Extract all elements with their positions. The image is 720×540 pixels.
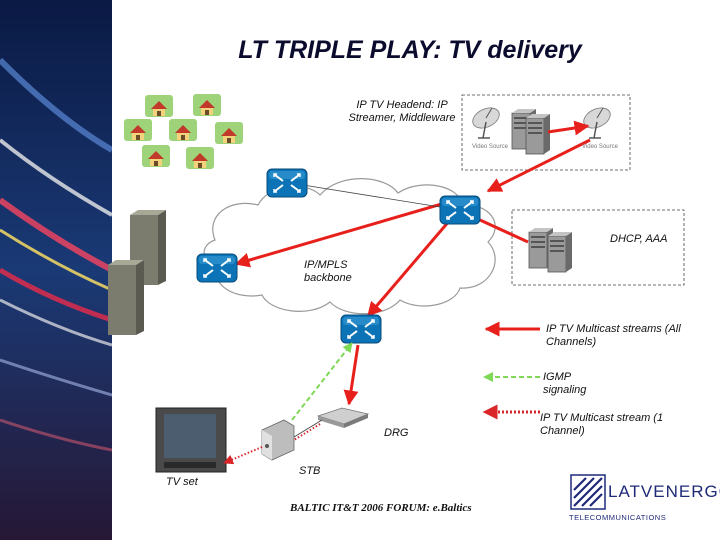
dhcp-server-icon-2 bbox=[547, 231, 573, 273]
stream-headend-server-link bbox=[547, 120, 590, 136]
house-icon-4 bbox=[169, 119, 197, 141]
logo-subtitle: TELECOMMUNICATIONS bbox=[569, 513, 667, 522]
headend-label: IP TV Headend: IP Streamer, Middleware bbox=[348, 99, 456, 124]
backbone-label: IP/MPLS backbone bbox=[304, 259, 352, 284]
highway-photo bbox=[0, 0, 112, 540]
dhcp-label: DHCP, AAA bbox=[610, 233, 668, 245]
drg-device-icon bbox=[316, 407, 370, 428]
video-source-label-2: Video Source bbox=[582, 144, 618, 150]
stream-router-left bbox=[234, 201, 446, 268]
legend-label-all-channels: IP TV Multicast streams (All Channels) bbox=[546, 323, 681, 348]
single-channel-stream-line bbox=[293, 423, 321, 441]
house-icon-5 bbox=[215, 122, 243, 144]
stream-stb-tv bbox=[223, 446, 263, 465]
tv-set-label: TV set bbox=[166, 476, 198, 488]
legend-label-igmp: IGMP signaling bbox=[543, 371, 587, 396]
link-top-router bbox=[302, 184, 441, 208]
igmp-signal-line bbox=[291, 342, 353, 421]
footer-text: BALTIC IT&T 2006 FORUM: e.Baltics bbox=[290, 502, 472, 514]
headend-server-icon-2 bbox=[525, 113, 551, 155]
headend-box bbox=[461, 94, 631, 171]
stream-source-headend bbox=[486, 138, 591, 193]
stb-label: STB bbox=[299, 465, 321, 477]
dhcp-box bbox=[511, 209, 685, 286]
logo-name: LATVENERGO bbox=[608, 482, 720, 501]
house-icon-6 bbox=[142, 145, 170, 167]
building-icon-2 bbox=[108, 260, 144, 335]
stb-device-icon bbox=[261, 419, 295, 461]
house-icon-3 bbox=[124, 119, 152, 141]
tv-set-icon bbox=[155, 407, 227, 473]
stream-dhcp-router bbox=[479, 218, 529, 244]
video-source-label-1: Video Source bbox=[472, 144, 508, 150]
stream-router-drg bbox=[343, 344, 360, 406]
latvenergo-logo: LATVENERGO TELECOMMUNICATIONS bbox=[568, 470, 720, 530]
house-icon-7 bbox=[186, 147, 214, 169]
legend-label-one-channel: IP TV Multicast stream (1 Channel) bbox=[540, 412, 664, 437]
router-icon-left bbox=[196, 253, 238, 283]
backbone-cloud bbox=[203, 178, 496, 315]
house-icon-1 bbox=[145, 95, 173, 117]
house-icon-2 bbox=[193, 94, 221, 116]
satellite-dish-icon-1 bbox=[468, 103, 504, 139]
stream-router-down bbox=[366, 219, 452, 318]
router-icon-top-left bbox=[266, 168, 308, 198]
link-drg-stb bbox=[293, 419, 323, 438]
router-icon-headend bbox=[439, 195, 481, 225]
satellite-dish-icon-2 bbox=[579, 103, 615, 139]
router-icon-bottom bbox=[340, 314, 382, 344]
page-title: LT TRIPLE PLAY: TV delivery bbox=[238, 36, 582, 64]
latvenergo-logo-icon bbox=[570, 474, 606, 510]
drg-label: DRG bbox=[384, 427, 409, 439]
